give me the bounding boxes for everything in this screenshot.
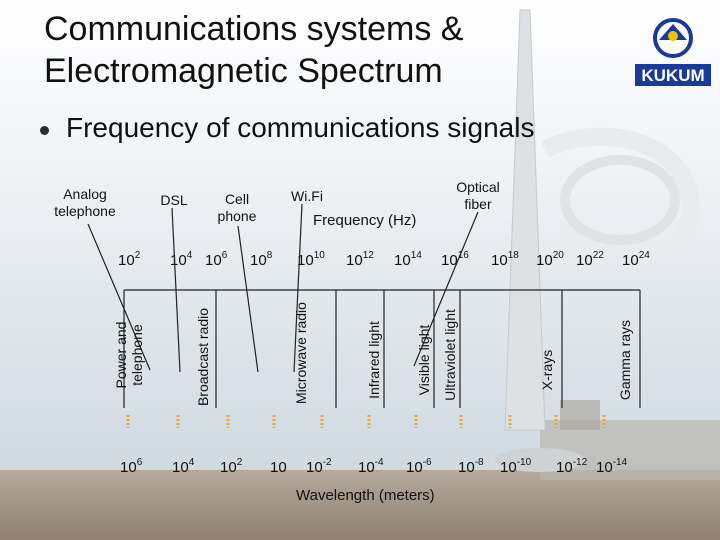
wavelength-tick-6: 10-6: [406, 457, 432, 477]
wavelength-axis-title: Wavelength (meters): [296, 487, 435, 504]
label-optical-fiber: Optical fiber: [456, 179, 500, 212]
frequency-tick-0: 102: [118, 250, 141, 270]
wavelength-tick-10: 10-14: [596, 457, 628, 477]
frequency-tick-base: 10: [491, 252, 508, 269]
frequency-tick-exponent: 22: [592, 250, 604, 261]
label-dsl: DSL: [160, 192, 188, 208]
wavelength-tick-exponent: -12: [572, 457, 588, 468]
wavelength-tick-exponent: -2: [322, 457, 332, 468]
frequency-tick-4: 1010: [297, 250, 325, 270]
frequency-tick-base: 10: [118, 252, 135, 269]
wavelength-tick-base: 10: [120, 459, 137, 476]
frequency-tick-base: 10: [250, 252, 267, 269]
frequency-tick-base: 10: [441, 252, 458, 269]
frequency-tick-3: 108: [250, 250, 273, 270]
frequency-tick-7: 1016: [441, 250, 469, 270]
band-infrared-light: Infrared light: [366, 321, 382, 399]
frequency-tick-exponent: 8: [266, 250, 273, 261]
wavelength-tick-base: 10: [306, 459, 323, 476]
pointer-optical-fiber: [413, 211, 479, 367]
band-power-telephone: Power and telephone: [113, 321, 145, 389]
band-broadcast-radio: Broadcast radio: [195, 307, 211, 407]
wavelength-tick-exponent: 2: [236, 457, 243, 468]
frequency-tick-2: 106: [205, 250, 228, 270]
wavelength-tick-exponent: 6: [136, 457, 143, 468]
wavelength-tick-exponent: -8: [474, 457, 484, 468]
frequency-tick-9: 1020: [536, 250, 564, 270]
frequency-tick-exponent: 24: [638, 250, 650, 261]
frequency-tick-exponent: 18: [507, 250, 519, 261]
frequency-tick-exponent: 16: [457, 250, 469, 261]
frequency-tick-exponent: 12: [362, 250, 374, 261]
band-x-rays: X-rays: [539, 349, 555, 391]
wavelength-tick-5: 10-4: [358, 457, 384, 477]
wavelength-tick-base: 10: [596, 459, 613, 476]
wavelength-tick-exponent: -10: [516, 457, 532, 468]
frequency-axis-title: Frequency (Hz): [313, 212, 417, 229]
bullet-icon: [40, 126, 49, 135]
slide-title: Communications systems & Electromagnetic…: [44, 8, 604, 92]
wavelength-tick-base: 10: [500, 459, 517, 476]
pointer-dsl: [171, 207, 181, 373]
wavelength-tick-base: 10: [358, 459, 375, 476]
bottom-markers: [126, 415, 606, 428]
wavelength-tick-1: 104: [172, 457, 195, 477]
wavelength-tick-base: 10: [556, 459, 573, 476]
wavelength-tick-base: 10: [220, 459, 237, 476]
frequency-tick-11: 1024: [622, 250, 650, 270]
frequency-tick-base: 10: [297, 252, 314, 269]
frequency-tick-base: 10: [346, 252, 363, 269]
logo-text: KUKUM: [641, 66, 704, 85]
frequency-tick-base: 10: [394, 252, 411, 269]
band-ultraviolet-light: Ultraviolet light: [442, 309, 458, 401]
pointer-analog-telephone: [87, 223, 151, 371]
wavelength-tick-base: 10: [270, 459, 287, 476]
wavelength-tick-7: 10-8: [458, 457, 484, 477]
wavelength-tick-base: 10: [172, 459, 189, 476]
wavelength-tick-exponent: -4: [374, 457, 384, 468]
wavelength-tick-4: 10-2: [306, 457, 332, 477]
frequency-tick-base: 10: [536, 252, 553, 269]
frequency-tick-exponent: 14: [410, 250, 422, 261]
band-visible-light: Visible light: [416, 324, 432, 396]
wavelength-tick-base: 10: [458, 459, 475, 476]
kukum-logo: KUKUM: [633, 10, 713, 90]
slide-title-line-2: Electromagnetic Spectrum: [44, 52, 443, 90]
pointer-cell-phone: [237, 225, 259, 373]
frequency-tick-base: 10: [576, 252, 593, 269]
frequency-tick-6: 1014: [394, 250, 422, 270]
wavelength-tick-3: 10: [270, 459, 287, 476]
wavelength-tick-exponent: 4: [188, 457, 195, 468]
wavelength-tick-exponent: -14: [612, 457, 628, 468]
label-wifi: Wi.Fi: [291, 188, 323, 204]
frequency-tick-exponent: 20: [552, 250, 564, 261]
band-gamma-rays: Gamma rays: [617, 319, 633, 401]
wavelength-tick-0: 106: [120, 457, 143, 477]
frequency-tick-exponent: 2: [134, 250, 141, 261]
wavelength-tick-8: 10-10: [500, 457, 532, 477]
wavelength-tick-2: 102: [220, 457, 243, 477]
label-cell-phone: Cell phone: [217, 191, 257, 224]
wavelength-tick-9: 10-12: [556, 457, 588, 477]
frequency-tick-exponent: 4: [186, 250, 193, 261]
wavelength-tick-base: 10: [406, 459, 423, 476]
frequency-tick-base: 10: [622, 252, 639, 269]
frequency-tick-exponent: 6: [221, 250, 228, 261]
label-analog-telephone: Analog telephone: [54, 186, 116, 219]
frequency-tick-base: 10: [205, 252, 222, 269]
frequency-tick-5: 1012: [346, 250, 374, 270]
band-microwave-radio: Microwave radio: [293, 302, 309, 404]
frequency-tick-8: 1018: [491, 250, 519, 270]
pointer-wifi: [293, 203, 303, 373]
frequency-tick-10: 1022: [576, 250, 604, 270]
wavelength-tick-exponent: -6: [422, 457, 432, 468]
slide-title-line-1: Communications systems &: [44, 10, 464, 48]
frequency-tick-exponent: 10: [313, 250, 325, 261]
bullet-text: Frequency of communications signals: [66, 112, 535, 143]
